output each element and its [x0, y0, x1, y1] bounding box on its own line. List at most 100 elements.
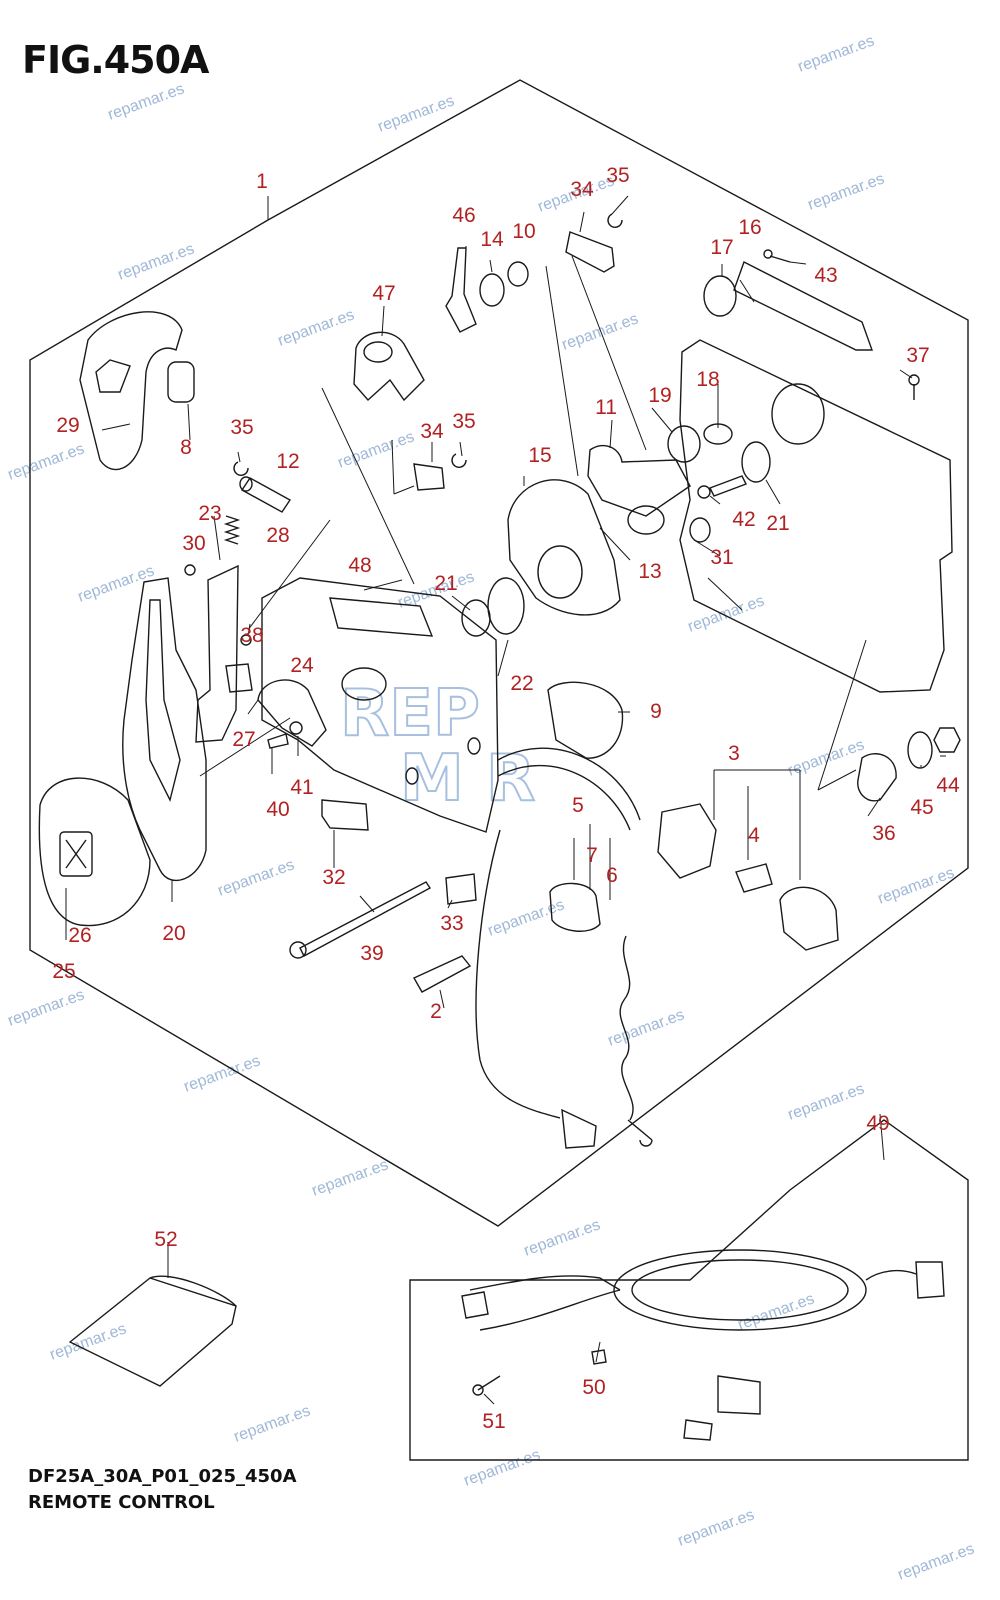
bag-top [149, 1275, 237, 1307]
callout-number-27: 27 [232, 728, 255, 751]
callout-number-18: 18 [696, 368, 719, 391]
watermark-text: repamar.es [76, 562, 157, 605]
watermark-text: repamar.es [106, 80, 187, 123]
seal-17 [703, 275, 737, 317]
harness-branch [469, 1275, 621, 1331]
callout-number-37: 37 [906, 344, 929, 367]
washer-10 [507, 261, 529, 287]
callout-number-46: 46 [452, 204, 475, 227]
screw-43 [769, 255, 791, 263]
watermark-text: repamar.es [796, 32, 877, 75]
callout-number-49: 49 [866, 1112, 889, 1135]
callout-number-4: 4 [748, 824, 760, 847]
watermark-text: repamar.es [462, 1446, 543, 1489]
housing-hole-a [405, 767, 419, 785]
callout-number-13: 13 [638, 560, 661, 583]
watermark-text: repamar.es [310, 1156, 391, 1199]
bushing-14 [479, 273, 505, 307]
callout-number-52: 52 [154, 1228, 177, 1251]
figure-title: FIG.450A [22, 38, 209, 82]
clamp-32 [321, 799, 369, 831]
main-switch [657, 803, 717, 879]
pin-end [239, 476, 253, 492]
shift-arm [587, 444, 691, 517]
e-clip-left [233, 461, 249, 476]
bracket-bore [363, 341, 393, 363]
callout-number-25: 25 [52, 960, 75, 983]
model-code: DF25A_30A_P01_025_450A [28, 1466, 297, 1487]
shift-arm-bore [627, 505, 665, 535]
screw-43-head [763, 249, 773, 259]
callout-number-20: 20 [162, 922, 185, 945]
callout-number-21a: 21 [434, 572, 457, 595]
watermark-text: repamar.es [806, 170, 887, 213]
key [735, 863, 773, 893]
leader-lines [65, 195, 946, 1405]
grommet-2 [413, 955, 472, 993]
cover-16 [733, 261, 873, 351]
harness-connector-small [683, 1419, 713, 1441]
screw-30 [184, 564, 196, 576]
neutral-bracket [195, 564, 239, 743]
hub-badge-mark [65, 839, 87, 869]
harness-connector-large [915, 1261, 945, 1299]
lower-connector [561, 1108, 597, 1149]
long-screw-head [289, 941, 307, 959]
o-ring-21-left [461, 599, 491, 637]
watermark-text: repamar.es [560, 310, 641, 353]
callout-number-29: 29 [56, 414, 79, 437]
callout-number-43: 43 [814, 264, 837, 287]
assembly-frame [29, 79, 969, 1227]
callout-number-35a: 35 [606, 164, 629, 187]
watermark-text: repamar.es [216, 856, 297, 899]
cam-plate [225, 663, 253, 693]
bolt-42 [709, 475, 747, 497]
callout-layer: 1234567891011121314151617181920212122232… [52, 164, 960, 1433]
callout-number-23: 23 [198, 502, 221, 525]
lever-hub [38, 777, 151, 927]
small-parts-bag [68, 1277, 237, 1387]
callout-number-45: 45 [910, 796, 933, 819]
screw-51 [477, 1375, 501, 1391]
hub-badge [59, 831, 93, 877]
watermark-logo: REP M R [339, 676, 536, 817]
callout-number-48: 48 [348, 554, 371, 577]
callout-number-44: 44 [936, 774, 960, 797]
callout-number-36: 36 [872, 822, 895, 845]
control-lever [122, 577, 207, 881]
watermark-text: repamar.es [786, 736, 867, 779]
long-screw-39 [299, 881, 432, 957]
side-cover [679, 339, 953, 693]
watermark-text: repamar.es [6, 986, 87, 1029]
harness-connector-left [461, 1291, 489, 1319]
callout-number-2: 2 [430, 1000, 442, 1023]
plate-bearing-19 [667, 425, 701, 463]
callout-number-26: 26 [68, 924, 91, 947]
watermark-text: repamar.es [896, 1540, 977, 1583]
screw-40 [267, 733, 289, 749]
washer-22 [487, 577, 525, 635]
washer-45 [907, 731, 933, 769]
callout-number-24: 24 [290, 654, 314, 677]
watermark-text: repamar.es [276, 306, 357, 349]
link-upper [565, 231, 615, 273]
shift-bracket [353, 331, 425, 402]
callout-number-33: 33 [440, 912, 463, 935]
watermark-text: repamar.es [336, 428, 417, 471]
clip-33 [445, 873, 477, 905]
screw-51-head [472, 1384, 484, 1396]
watermark-text: repamar.es [522, 1216, 603, 1259]
nut-44 [933, 727, 961, 753]
bolt-37-head [908, 374, 920, 386]
trim-switch [547, 681, 624, 759]
washer-42 [697, 485, 711, 499]
watermark-text: repamar.es [486, 896, 567, 939]
washer-41 [289, 721, 303, 735]
watermark-text: repamar.es [736, 1290, 817, 1333]
gear-plate [507, 479, 621, 616]
callout-number-47: 47 [372, 282, 395, 305]
spring [223, 515, 241, 545]
harness-connector-mid [717, 1375, 761, 1415]
harness-main-b [497, 765, 631, 831]
cable-end [445, 247, 477, 333]
